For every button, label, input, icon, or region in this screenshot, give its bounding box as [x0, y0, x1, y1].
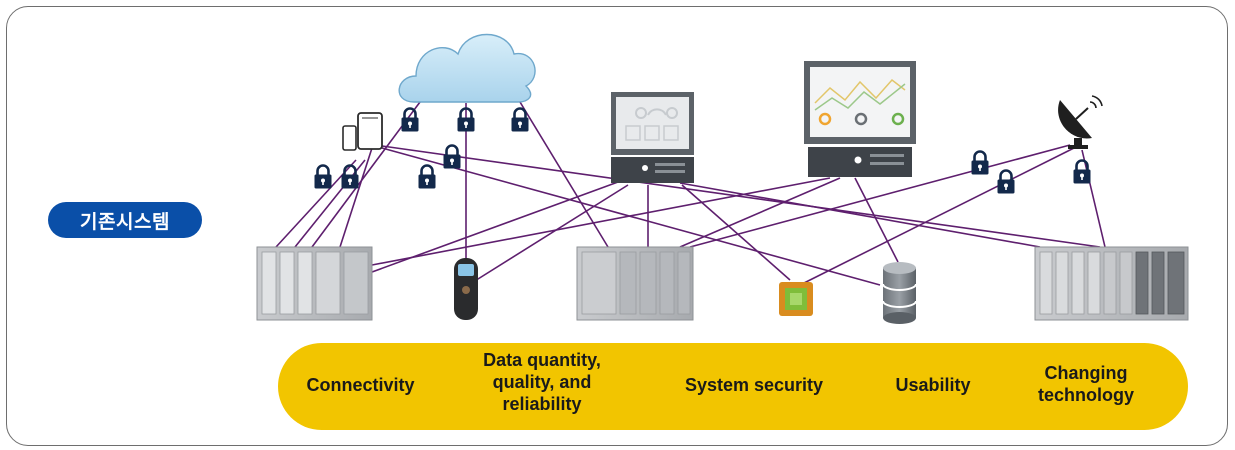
padlock-icon [510, 107, 530, 133]
mobile-devices-icon [342, 112, 383, 151]
database-icon [882, 262, 917, 324]
padlocks [313, 107, 1092, 195]
hmi-workstation-icon [611, 92, 694, 183]
padlock-icon [313, 164, 333, 190]
processor-chip-icon [779, 282, 813, 316]
padlock-icon [1072, 159, 1092, 185]
legacy-system-badge: 기존시스템 [48, 202, 202, 238]
satellite-dish-icon [1058, 95, 1103, 149]
control-cabinet-icon [576, 246, 694, 321]
challenge-changing-technology: Changing technology [1037, 363, 1134, 405]
cloud-icon [398, 33, 536, 103]
challenge-system-security: System security [684, 375, 824, 395]
plc-rack-icon [256, 246, 373, 321]
handheld-device-icon [454, 258, 478, 320]
padlock-icon [417, 164, 437, 190]
padlock-icon [340, 164, 360, 190]
io-rack-icon [1034, 246, 1189, 321]
challenge-usability: Usability [895, 375, 971, 395]
analytics-workstation-icon [804, 61, 916, 177]
padlock-icon [970, 150, 990, 176]
challenges-bar [278, 343, 1188, 430]
padlock-icon [442, 144, 462, 170]
challenge-connectivity: Connectivity [306, 375, 415, 395]
network-links [275, 101, 1106, 286]
challenge-data-quality: Data quantity, quality, and reliability [483, 350, 601, 414]
padlock-icon [400, 107, 420, 133]
padlock-icon [996, 169, 1016, 195]
